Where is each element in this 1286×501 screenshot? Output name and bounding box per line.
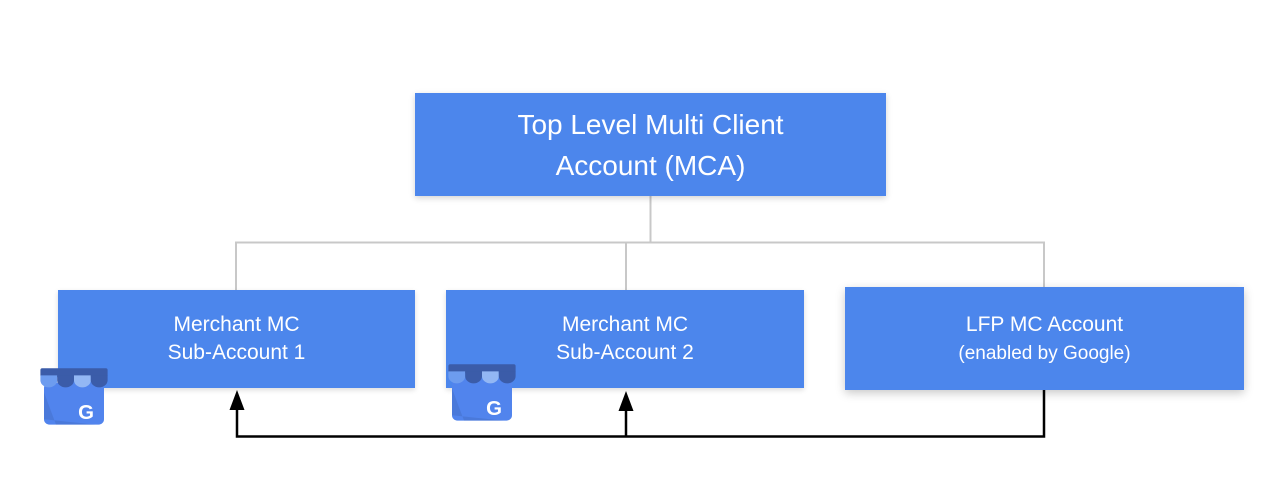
storefront-awning — [448, 364, 516, 384]
node-lfp-mc-account-label-line2: (enabled by Google) — [958, 342, 1131, 364]
tree-connector-lines — [235, 196, 1045, 290]
arrowhead-to-sub1 — [229, 390, 245, 410]
node-top-level-mca-label-line2: Account (MCA) — [555, 149, 746, 181]
node-top-level-mca: Top Level Multi Client Account (MCA) — [415, 93, 886, 196]
google-business-profile-icon: G — [40, 368, 108, 425]
node-merchant-sub-account-1-label-line1: Merchant MC — [173, 313, 300, 336]
node-top-level-mca-label-line1: Top Level Multi Client — [517, 108, 784, 140]
storefront-awning — [40, 368, 108, 388]
node-merchant-sub-account-1-label-line2: Sub-Account 1 — [167, 341, 306, 364]
node-lfp-mc-account: LFP MC Account (enabled by Google) — [845, 287, 1244, 390]
arrow-line-lfp-to-sub1 — [235, 390, 1046, 438]
node-merchant-sub-account-1: Merchant MC Sub-Account 1 — [58, 290, 415, 388]
storefront-body — [452, 378, 512, 421]
google-g-letter: G — [486, 398, 502, 420]
google-g-letter: G — [78, 402, 94, 424]
storefront-body — [44, 382, 104, 425]
node-merchant-sub-account-2-label-line1: Merchant MC — [561, 313, 689, 336]
node-merchant-sub-account-2-label-line2: Sub-Account 2 — [556, 341, 694, 364]
arrowhead-to-sub2 — [618, 391, 634, 411]
google-business-profile-icon: G — [448, 364, 516, 421]
node-lfp-mc-account-label-line1: LFP MC Account — [965, 312, 1124, 336]
lfp-flow-arrows — [229, 390, 1046, 438]
